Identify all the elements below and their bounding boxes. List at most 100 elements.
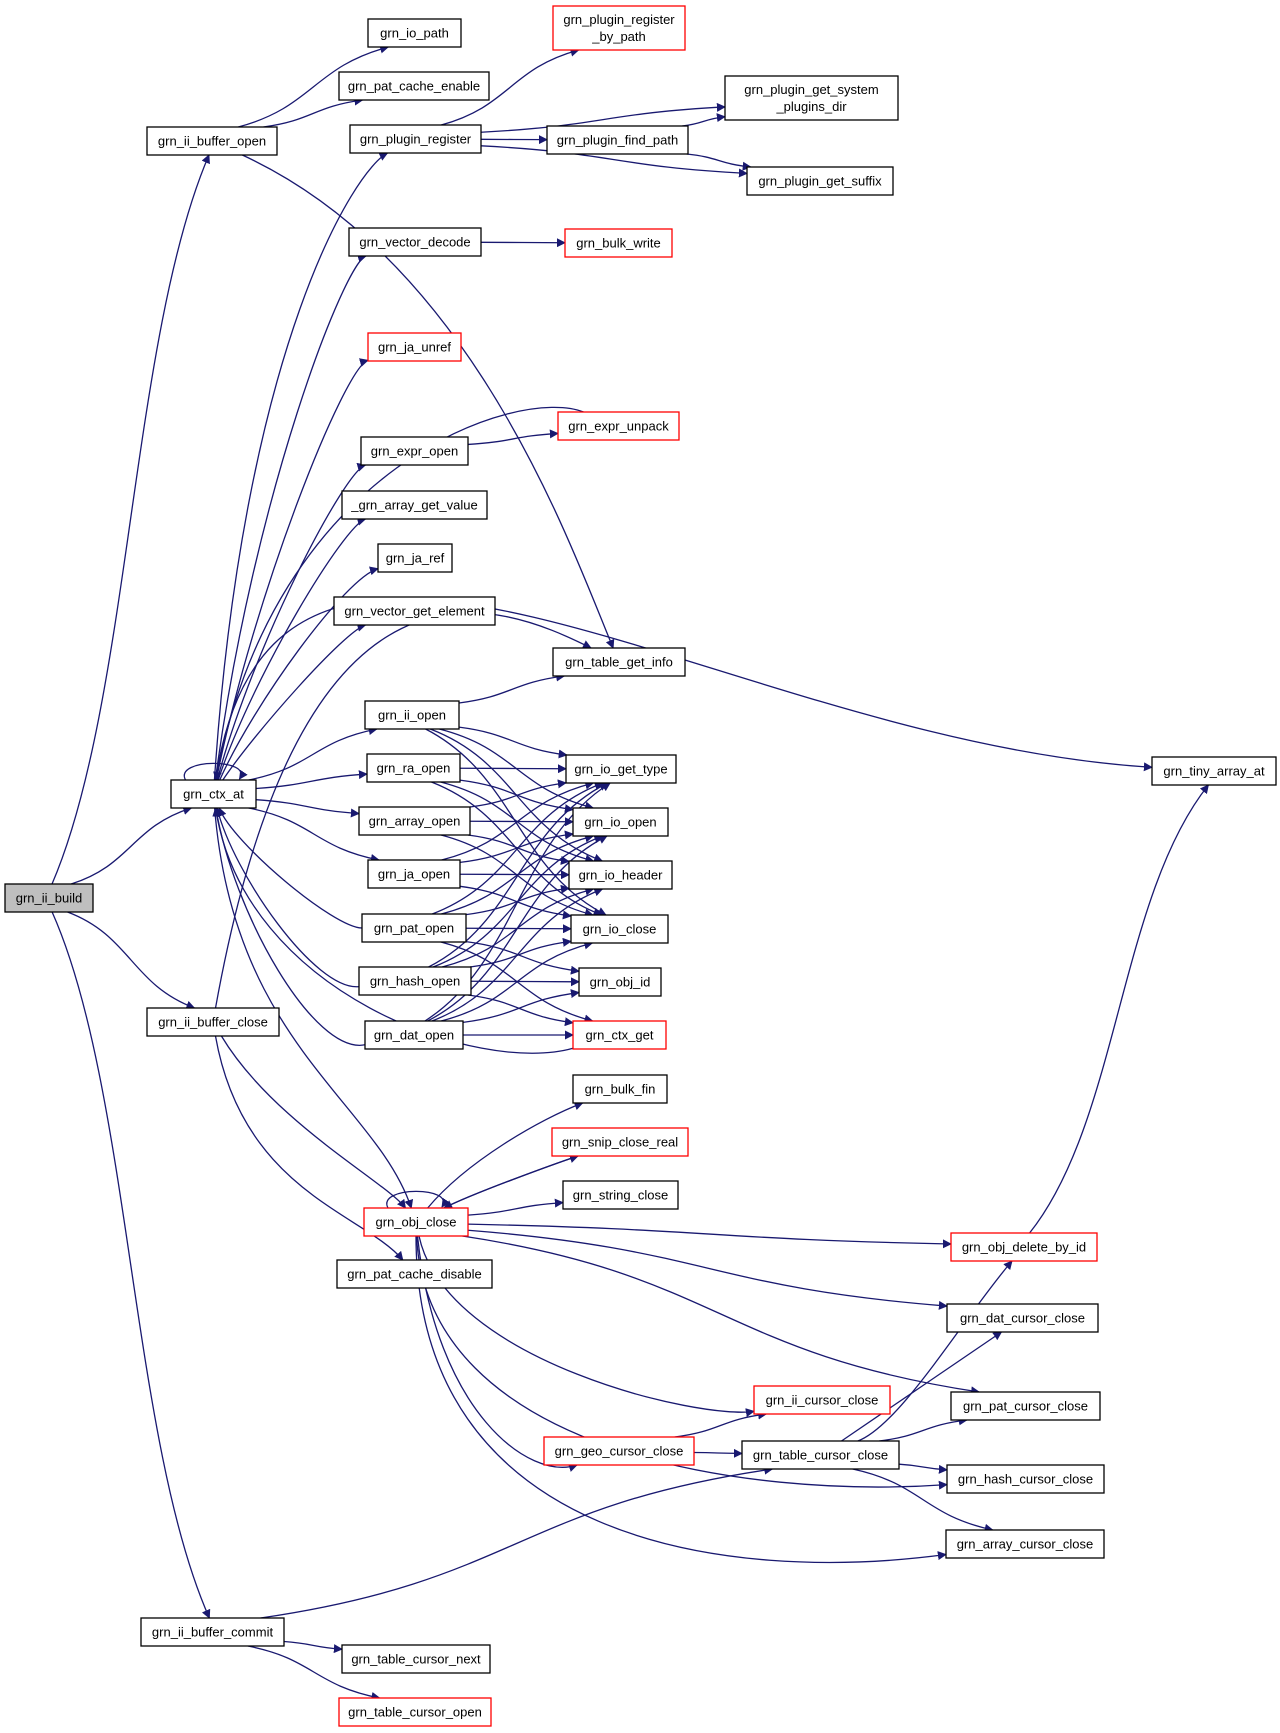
node-box[interactable]: [746, 166, 894, 196]
node-io-close[interactable]: grn_io_close: [570, 914, 669, 944]
node-box[interactable]: [564, 228, 673, 258]
node-obj-id[interactable]: grn_obj_id: [578, 967, 662, 997]
node-box[interactable]: [946, 1464, 1105, 1494]
node-plugin-get-suffix[interactable]: grn_plugin_get_suffix: [746, 166, 894, 196]
node-box[interactable]: [338, 1697, 492, 1727]
node-obj-close[interactable]: grn_obj_close: [363, 1207, 469, 1237]
node-box[interactable]: [341, 490, 488, 520]
node-expr-unpack[interactable]: grn_expr_unpack: [557, 411, 680, 441]
node-box[interactable]: [950, 1232, 1098, 1262]
node-array-get-value[interactable]: _grn_array_get_value: [341, 490, 488, 520]
node-bulk-write[interactable]: grn_bulk_write: [564, 228, 673, 258]
node-io-header[interactable]: grn_io_header: [568, 860, 673, 890]
node-box[interactable]: [358, 806, 471, 836]
node-box[interactable]: [557, 411, 680, 441]
node-box[interactable]: [543, 1436, 695, 1466]
node-box[interactable]: [349, 124, 482, 154]
node-box[interactable]: [565, 754, 677, 784]
node-table-cursor-open[interactable]: grn_table_cursor_open: [338, 1697, 492, 1727]
node-box[interactable]: [570, 914, 669, 944]
node-box[interactable]: [950, 1391, 1101, 1421]
node-box[interactable]: [546, 125, 689, 155]
node-box[interactable]: [741, 1440, 900, 1470]
node-box[interactable]: [572, 1074, 668, 1104]
node-box[interactable]: [551, 1127, 689, 1157]
node-box[interactable]: [377, 543, 453, 573]
node-dat-cursor-close[interactable]: grn_dat_cursor_close: [946, 1303, 1099, 1333]
node-ctx-at[interactable]: grn_ctx_at: [170, 779, 257, 809]
node-tiny-array-at[interactable]: grn_tiny_array_at: [1151, 756, 1277, 786]
node-ja-open[interactable]: grn_ja_open: [367, 859, 461, 889]
node-box[interactable]: [366, 753, 461, 783]
node-box[interactable]: [367, 18, 462, 48]
node-box[interactable]: [552, 5, 686, 51]
node-table-cursor-next[interactable]: grn_table_cursor_next: [341, 1644, 491, 1674]
node-table-cursor-close[interactable]: grn_table_cursor_close: [741, 1440, 900, 1470]
node-pat-open[interactable]: grn_pat_open: [361, 913, 467, 943]
node-box[interactable]: [578, 967, 662, 997]
node-dat-open[interactable]: grn_dat_open: [364, 1020, 464, 1050]
node-box[interactable]: [1151, 756, 1277, 786]
node-box[interactable]: [946, 1303, 1099, 1333]
node-box[interactable]: [724, 75, 899, 121]
node-string-close[interactable]: grn_string_close: [562, 1180, 679, 1210]
node-box[interactable]: [945, 1529, 1105, 1559]
node-array-open[interactable]: grn_array_open: [358, 806, 471, 836]
node-ii-open[interactable]: grn_ii_open: [364, 700, 460, 730]
node-plugin-get-system-plugins-dir[interactable]: grn_plugin_get_system_plugins_dir: [724, 75, 899, 121]
node-box[interactable]: [348, 227, 482, 257]
node-pat-cursor-close[interactable]: grn_pat_cursor_close: [950, 1391, 1101, 1421]
node-box[interactable]: [146, 1007, 280, 1037]
node-box[interactable]: [336, 1259, 493, 1289]
node-pat-cache-enable[interactable]: grn_pat_cache_enable: [338, 71, 490, 101]
node-array-cursor-close[interactable]: grn_array_cursor_close: [945, 1529, 1105, 1559]
node-box[interactable]: [4, 883, 94, 913]
node-pat-cache-disable[interactable]: grn_pat_cache_disable: [336, 1259, 493, 1289]
node-ctx-get[interactable]: grn_ctx_get: [572, 1020, 667, 1050]
node-ra-open[interactable]: grn_ra_open: [366, 753, 461, 783]
node-buffer-open[interactable]: grn_ii_buffer_open: [146, 126, 278, 156]
node-box[interactable]: [140, 1617, 285, 1647]
node-box[interactable]: [367, 859, 461, 889]
node-plugin-register[interactable]: grn_plugin_register: [349, 124, 482, 154]
node-io-path[interactable]: grn_io_path: [367, 18, 462, 48]
node-box[interactable]: [333, 596, 496, 626]
node-snip-close-real[interactable]: grn_snip_close_real: [551, 1127, 689, 1157]
node-ja-ref[interactable]: grn_ja_ref: [377, 543, 453, 573]
node-box[interactable]: [363, 1207, 469, 1237]
node-ja-unref[interactable]: grn_ja_unref: [367, 332, 462, 362]
node-plugin-register-by-path[interactable]: grn_plugin_register_by_path: [552, 5, 686, 51]
node-box[interactable]: [338, 71, 490, 101]
node-box[interactable]: [364, 1020, 464, 1050]
node-table-get-info[interactable]: grn_table_get_info: [552, 647, 686, 677]
node-box[interactable]: [146, 126, 278, 156]
node-bulk-fin[interactable]: grn_bulk_fin: [572, 1074, 668, 1104]
node-box[interactable]: [361, 913, 467, 943]
node-box[interactable]: [341, 1644, 491, 1674]
node-box[interactable]: [572, 1020, 667, 1050]
node-box[interactable]: [552, 647, 686, 677]
node-box[interactable]: [753, 1385, 891, 1415]
node-box[interactable]: [562, 1180, 679, 1210]
node-box[interactable]: [364, 700, 460, 730]
node-box[interactable]: [572, 807, 669, 837]
node-hash-open[interactable]: grn_hash_open: [358, 966, 472, 996]
node-build[interactable]: grn_ii_build: [4, 883, 94, 913]
node-box[interactable]: [170, 779, 257, 809]
node-box[interactable]: [360, 436, 469, 466]
node-hash-cursor-close[interactable]: grn_hash_cursor_close: [946, 1464, 1105, 1494]
node-obj-delete-by-id[interactable]: grn_obj_delete_by_id: [950, 1232, 1098, 1262]
node-box[interactable]: [358, 966, 472, 996]
node-io-get-type[interactable]: grn_io_get_type: [565, 754, 677, 784]
node-vector-get-element[interactable]: grn_vector_get_element: [333, 596, 496, 626]
node-geo-cursor-close[interactable]: grn_geo_cursor_close: [543, 1436, 695, 1466]
node-buffer-close[interactable]: grn_ii_buffer_close: [146, 1007, 280, 1037]
node-ii-cursor-close[interactable]: grn_ii_cursor_close: [753, 1385, 891, 1415]
node-vector-decode[interactable]: grn_vector_decode: [348, 227, 482, 257]
node-plugin-find-path[interactable]: grn_plugin_find_path: [546, 125, 689, 155]
node-box[interactable]: [367, 332, 462, 362]
node-box[interactable]: [568, 860, 673, 890]
node-buffer-commit[interactable]: grn_ii_buffer_commit: [140, 1617, 285, 1647]
node-io-open[interactable]: grn_io_open: [572, 807, 669, 837]
node-expr-open[interactable]: grn_expr_open: [360, 436, 469, 466]
